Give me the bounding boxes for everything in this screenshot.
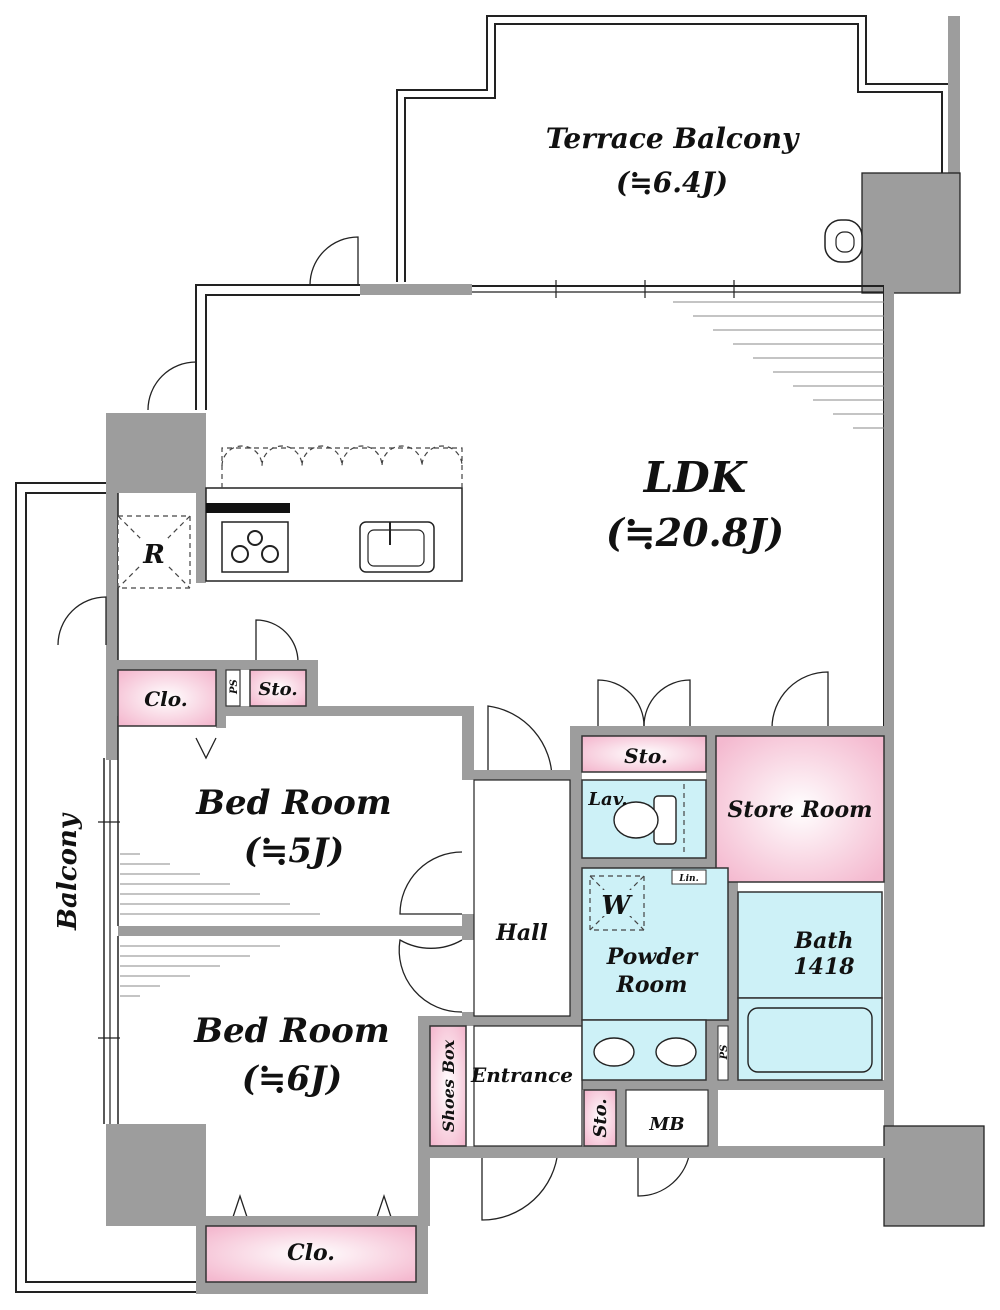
- store-room-label: Store Room: [728, 797, 873, 823]
- sink-icon: [359, 521, 435, 573]
- storage-entrance-label: Sto.: [590, 1098, 611, 1137]
- closet-bottom: [205, 1225, 417, 1283]
- ldk-window-hatch: [673, 301, 884, 429]
- linen-shelf: [671, 869, 707, 885]
- bath-label-2: 1418: [793, 954, 854, 980]
- bedroom-1-label: Bed Room: [195, 783, 392, 823]
- refrigerator-label: R: [142, 540, 165, 570]
- bathtub-icon: [747, 1007, 873, 1073]
- storage-mid: [581, 735, 707, 773]
- meter-box-label: MB: [648, 1114, 684, 1135]
- floor-drain-icon: [824, 219, 863, 263]
- lavatory-label: Lav.: [587, 789, 627, 810]
- storage-entrance: [583, 1089, 617, 1147]
- bedroom-1-size: (≒5J): [244, 831, 344, 871]
- bedroom-2-size: (≒6J): [242, 1059, 342, 1099]
- closet-bottom-label: Clo.: [287, 1240, 335, 1266]
- terrace-balcony-label: Terrace Balcony: [546, 122, 800, 155]
- stove-icon: [221, 521, 289, 573]
- closet-top: [117, 669, 217, 727]
- storage-mid-label: Sto.: [624, 744, 668, 768]
- powder-room-label-2: Room: [616, 972, 688, 998]
- bath-label-1: Bath: [793, 928, 853, 954]
- left-balcony-outline: [15, 482, 196, 1293]
- refrigerator-space: [117, 515, 191, 589]
- balcony-label: Balcony: [53, 812, 83, 931]
- entrance-floor: [473, 1025, 583, 1147]
- powder-room-label-1: Powder: [606, 944, 699, 970]
- store-room: [715, 735, 885, 883]
- pipe-space-top: [225, 669, 241, 707]
- closet-top-label: Clo.: [144, 687, 187, 711]
- linen-label: Lin.: [678, 874, 698, 884]
- storage-top: [249, 669, 307, 707]
- ldk-label: LDK: [643, 453, 748, 502]
- pipe-space-bath-label: PS: [719, 1045, 730, 1061]
- shoes-box: [429, 1025, 467, 1147]
- shoes-box-label: Shoes Box: [439, 1039, 458, 1132]
- bedroom-window-hatch: [120, 853, 320, 997]
- hall-floor: [473, 779, 571, 1017]
- pipe-space-bath: [717, 1025, 729, 1081]
- meter-box: [625, 1089, 709, 1147]
- hall-label: Hall: [495, 920, 548, 946]
- pipe-space-top-label: PS: [229, 679, 240, 695]
- washer-space: [589, 875, 645, 931]
- terrace-balcony-size: (≒6.4J): [616, 166, 728, 199]
- washbasin-icon: [593, 1037, 697, 1067]
- terrace-balcony-outline: [396, 15, 961, 294]
- entrance-label: Entrance: [470, 1063, 573, 1087]
- bedroom-walls: [106, 660, 474, 1294]
- storage-top-label: Sto.: [258, 679, 297, 700]
- toilet-icon: [613, 784, 685, 856]
- bath-room: [737, 891, 883, 999]
- washer-label: W: [601, 891, 633, 921]
- ldk-walls: [106, 280, 985, 1227]
- ldk-size: (≒20.8J): [606, 510, 784, 555]
- bedroom-2-label: Bed Room: [193, 1011, 390, 1051]
